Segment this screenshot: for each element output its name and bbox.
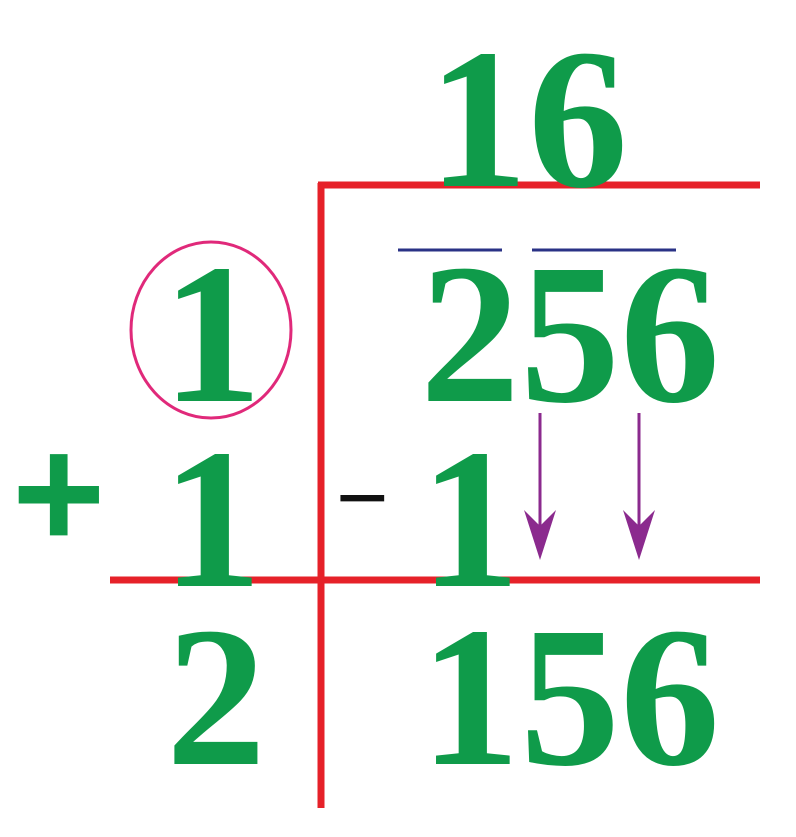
new-divisor: 2 [166, 587, 266, 808]
minus-sign: − [336, 448, 389, 548]
added-digit: 1 [162, 409, 262, 630]
down-arrow-icon [524, 413, 556, 560]
quotient: 16 [428, 9, 628, 230]
divisor-digit: 1 [162, 224, 262, 445]
down-arrow-icon [623, 413, 655, 560]
plus-sign: + [12, 403, 106, 582]
remainder-with-bring-down: 156 [420, 587, 720, 808]
dividend: 256 [420, 224, 720, 445]
subtracted-value: 1 [420, 409, 520, 630]
divisor-circle [129, 240, 293, 420]
